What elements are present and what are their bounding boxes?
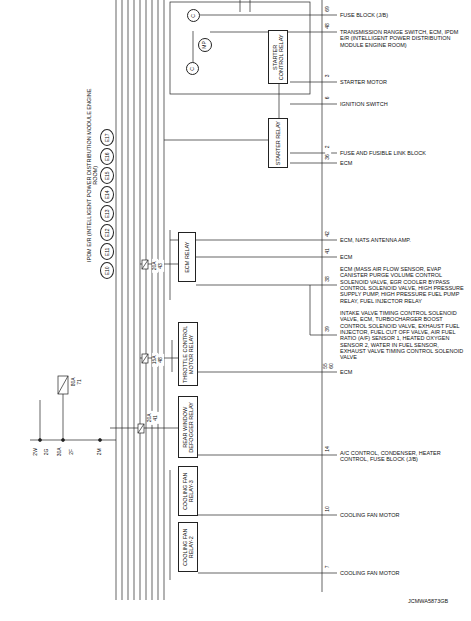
module-title: IPDM E/R (INTELLIGENT POWER DISTRIBUTION… bbox=[86, 85, 99, 265]
relay-label: E10 bbox=[104, 264, 110, 277]
connector-circle: E12 bbox=[100, 224, 114, 241]
relay-label: E13 bbox=[104, 207, 110, 220]
destination-label: COOLING FAN MOTOR bbox=[340, 512, 465, 518]
relay-label: E15 bbox=[104, 169, 110, 182]
relay-box: REAR WINDOW DEFOGGER RELAY bbox=[178, 396, 198, 458]
pin-number: 36 bbox=[325, 152, 331, 162]
connector-circle: E13 bbox=[100, 205, 114, 222]
relay-label: STARTER CONTROL RELAY bbox=[272, 32, 285, 82]
relay-label: REAR WINDOW DEFOGGER RELAY bbox=[182, 398, 195, 456]
connector-circle: E10 bbox=[100, 262, 114, 279]
pin-number: 2G bbox=[44, 446, 50, 458]
relay-box: THROTTLE CONTROL MOTOR RELAY bbox=[178, 322, 198, 386]
connector-circle: C bbox=[187, 9, 200, 22]
destination-label: ECM (MASS AIR FLOW SENSOR, EVAP CANISTER… bbox=[340, 266, 465, 304]
pin-number: 80A bbox=[71, 375, 77, 389]
relay-label: C bbox=[190, 64, 196, 73]
destination-label: JCMWA5873GB bbox=[408, 598, 468, 604]
relay-label: E14 bbox=[104, 188, 110, 201]
pin-number: 2 bbox=[325, 142, 331, 152]
pin-number: 39 bbox=[325, 324, 331, 334]
destination-label: FUSE AND FUSIBLE LINK BLOCK bbox=[340, 150, 465, 156]
relay-box: COOLING FAN RELAY-3 bbox=[178, 466, 198, 516]
relay-label: STARTER RELAY bbox=[275, 120, 281, 166]
connector-circle: E17 bbox=[100, 129, 114, 146]
pin-number: 10 bbox=[325, 504, 331, 514]
connector-circle: C bbox=[186, 62, 199, 75]
destination-label: ECM bbox=[340, 160, 465, 166]
pin-number: 30A bbox=[57, 445, 63, 459]
relay-box: STARTER CONTROL RELAY bbox=[268, 30, 288, 84]
pin-number: 41 bbox=[325, 246, 331, 256]
pin-number: 60 bbox=[329, 361, 335, 371]
relay-label: E16 bbox=[104, 150, 110, 163]
destination-label: ECM bbox=[340, 254, 465, 260]
connector-circle: E16 bbox=[100, 148, 114, 165]
relay-label: C bbox=[191, 11, 197, 20]
relay-label: E17 bbox=[104, 131, 110, 144]
pin-number: 3 bbox=[325, 71, 331, 81]
destination-label: TRANSMISSION RANGE SWITCH, ECM, IPDM E/R… bbox=[340, 29, 465, 48]
relay-label: ECM RELAY bbox=[184, 234, 190, 280]
connector-circle: MP bbox=[198, 38, 212, 52]
destination-label: FUSE BLOCK (J/B) bbox=[340, 12, 465, 18]
destination-label: A/C CONTROL, CONDENSER, HEATER CONTROL, … bbox=[340, 450, 465, 463]
relay-box: ECM RELAY bbox=[178, 232, 196, 282]
pin-number: 43 bbox=[158, 260, 164, 272]
destination-label: INTAKE VALVE TIMING CONTROL SOLENOID VAL… bbox=[340, 310, 465, 361]
pin-number: 48 bbox=[325, 21, 331, 31]
relay-label: THROTTLE CONTROL MOTOR RELAY bbox=[182, 324, 195, 384]
destination-label: ECM bbox=[340, 369, 465, 375]
pin-number: 69 bbox=[325, 4, 331, 14]
pin-number: 2F bbox=[69, 446, 75, 458]
connector-circle: E14 bbox=[100, 186, 114, 203]
pin-number: 20A bbox=[147, 411, 153, 425]
pin-number: 41 bbox=[153, 412, 159, 424]
pin-number: 7 bbox=[325, 562, 331, 572]
pin-number: 55 bbox=[323, 361, 329, 371]
pin-number: 71 bbox=[77, 376, 83, 388]
pin-number: 2W bbox=[33, 446, 39, 458]
relay-label: COOLING FAN RELAY-2 bbox=[182, 524, 195, 570]
relay-box: COOLING FAN RELAY-2 bbox=[178, 522, 198, 572]
pin-number: 38 bbox=[325, 274, 331, 284]
destination-label: IGNITION SWITCH bbox=[340, 101, 465, 107]
connector-circle: E11 bbox=[100, 243, 114, 260]
pin-number: 14 bbox=[325, 444, 331, 454]
pin-number: 2M bbox=[97, 446, 103, 458]
relay-label: E11 bbox=[104, 245, 110, 258]
destination-label: ECM, NATS ANTENNA AMP. bbox=[340, 237, 465, 243]
pin-number: 20A bbox=[152, 259, 158, 273]
pin-number: 42 bbox=[325, 229, 331, 239]
pin-number: 6 bbox=[325, 93, 331, 103]
relay-label: COOLING FAN RELAY-3 bbox=[182, 468, 195, 514]
pin-number: 15A bbox=[152, 353, 158, 367]
relay-label: E12 bbox=[104, 226, 110, 239]
destination-label: STARTER MOTOR bbox=[340, 79, 465, 85]
relay-box: STARTER RELAY bbox=[268, 118, 288, 168]
destination-label: COOLING FAN MOTOR bbox=[340, 570, 465, 576]
relay-label: MP bbox=[202, 40, 208, 50]
pin-number: 48 bbox=[158, 354, 164, 366]
connector-circle: E15 bbox=[100, 167, 114, 184]
